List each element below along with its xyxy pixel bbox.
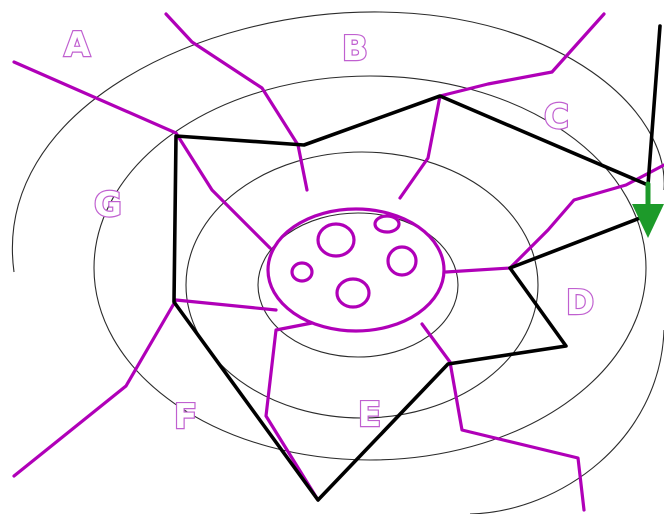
region-label-g: G [94, 185, 122, 225]
centre-spot [292, 263, 312, 281]
region-label-f: F [174, 397, 197, 437]
centre-spot [318, 224, 354, 256]
centre-cell-outline [268, 209, 444, 331]
inner-ring [186, 152, 538, 418]
region-boundaries [14, 14, 664, 510]
region-label-d: D [566, 283, 594, 323]
boundary-e-f [266, 323, 318, 500]
region-label-b: B [342, 29, 368, 69]
outer-ring [12, 12, 664, 272]
boundary-d-e [422, 324, 584, 510]
centre-spot [388, 247, 416, 275]
down-arrow-icon [632, 184, 664, 238]
region-label-c: C [544, 97, 569, 137]
centre-spot [375, 216, 399, 232]
region-labels: A B C D E F G [64, 25, 594, 437]
route-entry-line [648, 26, 660, 185]
region-label-a: A [64, 25, 91, 65]
boundary-b-c [400, 14, 604, 198]
concentric-rings [12, 12, 664, 514]
region-label-e: E [358, 395, 381, 435]
boundary-a-b [166, 14, 307, 190]
centre-spot [337, 279, 369, 307]
boundary-c-d [446, 165, 664, 272]
boundary-a-g [14, 62, 270, 248]
centre-spots [292, 216, 416, 307]
